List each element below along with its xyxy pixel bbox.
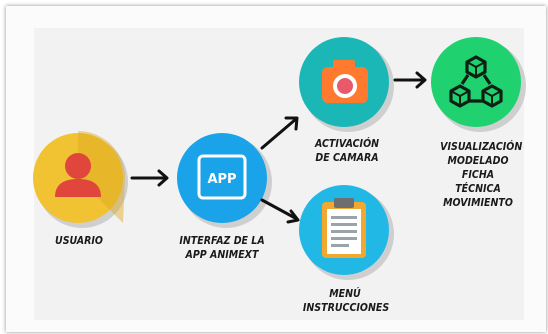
node-camara — [299, 37, 389, 127]
camera-icon — [322, 60, 368, 103]
label-usuario: USUARIO — [55, 234, 103, 247]
label-visualizacion: VISUALIZACIÓN MODELADO FICHA TÉCNICA MOV… — [440, 140, 523, 209]
label-interfaz: INTERFAZ DE LA APP ANIMEXT — [179, 234, 265, 261]
flow-arrows — [130, 71, 427, 224]
app-icon: APP — [197, 154, 247, 200]
node-menu — [299, 185, 389, 275]
arrow-usuario-interfaz — [130, 169, 169, 187]
clipboard-icon — [322, 198, 366, 258]
user-icon — [55, 153, 101, 197]
label-menu: MENÚ INSTRUCCIONES — [302, 287, 390, 314]
node-usuario — [33, 131, 125, 223]
arrow-interfaz-camara — [260, 116, 299, 150]
label-camara: ACTIVACIÓN DE CAMARA — [314, 137, 380, 164]
arrow-camara-visualizacion — [393, 71, 427, 89]
network-cubes-icon — [449, 55, 503, 108]
node-visualizacion — [431, 37, 521, 127]
app-icon-text: APP — [207, 172, 236, 187]
node-interfaz: APP — [177, 133, 267, 223]
arrow-interfaz-menu — [260, 198, 300, 224]
